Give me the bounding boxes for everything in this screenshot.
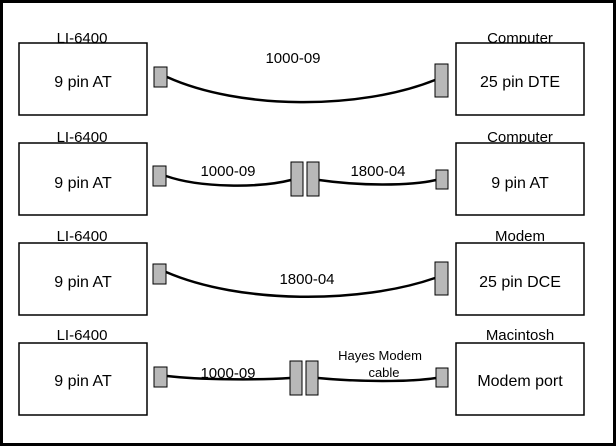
mid-connector-right — [305, 360, 319, 396]
left-device-box — [18, 242, 148, 316]
right-device-header: Macintosh — [486, 327, 554, 344]
mid-connector-left — [290, 161, 304, 197]
left-connector — [153, 66, 168, 88]
right-connector — [434, 261, 449, 296]
cable-label-1: 1000-09 — [200, 163, 255, 180]
cable-label-2-line-2: cable — [368, 365, 399, 380]
cable-label-2: 1800-04 — [350, 163, 405, 180]
right-device-box — [455, 242, 585, 316]
row-4: LI-6400 9 pin AT Macintosh Modem port 10… — [18, 327, 585, 416]
left-device-label: 9 pin AT — [54, 274, 112, 291]
left-device-label: 9 pin AT — [54, 175, 112, 192]
right-connector — [435, 367, 449, 388]
cable-label-1: 1000-09 — [200, 365, 255, 382]
cable-label: 1800-04 — [279, 271, 334, 288]
right-device-box — [455, 342, 585, 416]
left-device-header: LI-6400 — [57, 129, 108, 146]
right-device-header: Modem — [495, 228, 545, 245]
left-device-box — [18, 342, 148, 416]
left-device-box — [18, 42, 148, 116]
row-2: LI-6400 9 pin AT Computer 9 pin AT 1000-… — [18, 129, 585, 216]
mid-connector-right — [306, 161, 320, 197]
mid-connector-left — [289, 360, 303, 396]
right-device-box — [455, 42, 585, 116]
cable-label-2-line-1: Hayes Modem — [338, 348, 422, 363]
left-device-label: 9 pin AT — [54, 373, 112, 390]
row-3: LI-6400 9 pin AT Modem 25 pin DCE 1800-0… — [18, 228, 585, 316]
cable-line-1 — [165, 174, 292, 187]
left-device-header: LI-6400 — [57, 327, 108, 344]
right-device-label: 9 pin AT — [491, 175, 549, 192]
left-device-box — [18, 142, 148, 216]
right-device-label: 25 pin DCE — [479, 274, 561, 291]
cable-line-2 — [318, 178, 437, 186]
cable-line — [165, 270, 436, 299]
right-device-label: 25 pin DTE — [480, 74, 560, 91]
left-connector — [153, 366, 168, 388]
left-connector — [152, 165, 167, 187]
right-device-label: Modem port — [477, 373, 563, 390]
row-1: LI-6400 9 pin AT Computer 25 pin DTE 100… — [18, 30, 585, 116]
right-device-header: Computer — [487, 129, 553, 146]
left-device-label: 9 pin AT — [54, 74, 112, 91]
cable-label: 1000-09 — [265, 50, 320, 67]
cable-line-1 — [166, 374, 291, 381]
right-connector — [435, 169, 449, 190]
left-connector — [152, 263, 167, 285]
right-connector — [434, 63, 449, 98]
left-device-header: LI-6400 — [57, 228, 108, 245]
right-device-box — [455, 142, 585, 216]
cable-line-2 — [317, 376, 437, 383]
cable-line — [166, 75, 436, 104]
